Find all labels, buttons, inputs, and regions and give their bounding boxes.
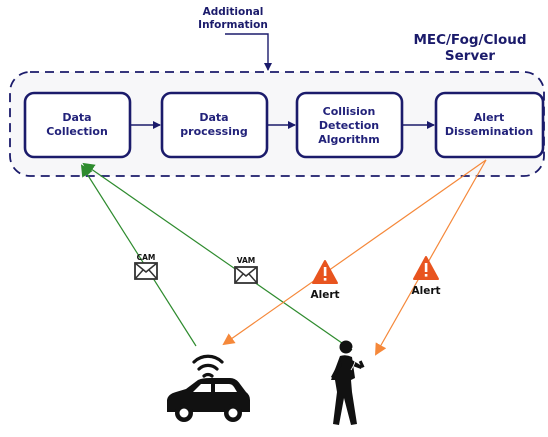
uplink-arrow-car	[80, 164, 197, 347]
stage-collision-detection: Collision Detection Algorithm	[295, 91, 404, 159]
alert-left: Alert	[310, 260, 340, 301]
stage-1-line-2: Collection	[46, 125, 108, 138]
envelope-icon	[234, 266, 258, 284]
warning-icon	[312, 260, 338, 284]
uplink-arrow-pedestrian	[82, 162, 353, 351]
additional-information-label: Additional Information	[198, 6, 268, 31]
additional-info-arrow	[225, 33, 272, 71]
warning-icon	[413, 256, 439, 280]
alert-left-label: Alert	[310, 289, 339, 301]
vam-label: VAM	[237, 256, 256, 265]
stage-2-line-1: Data	[199, 111, 228, 124]
stage-3-line-2: Detection	[319, 119, 379, 132]
stage-data-processing: Data processing	[160, 91, 269, 159]
downlink-arrow-car	[222, 159, 487, 346]
stage-4-line-2: Dissemination	[445, 125, 533, 138]
stage-1-line-1: Data	[62, 111, 91, 124]
alert-right: Alert	[411, 256, 441, 297]
stage-3-line-1: Collision	[323, 105, 376, 118]
additional-info-line-2: Information	[198, 19, 268, 31]
server-label-line-2: Server	[445, 48, 495, 64]
stage-2-line-2: processing	[180, 125, 247, 138]
cam-label: CAM	[137, 253, 156, 262]
stage-alert-dissemination: Alert Dissemination	[434, 91, 545, 159]
downlink-arrow-pedestrian	[375, 159, 487, 356]
car-icon	[167, 378, 250, 422]
cam-message: CAM	[134, 253, 158, 280]
envelope-icon	[134, 262, 158, 280]
additional-info-line-1: Additional	[203, 6, 264, 18]
stage-4-line-1: Alert	[474, 111, 504, 124]
alert-right-label: Alert	[411, 285, 440, 297]
stage-3-line-3: Algorithm	[318, 133, 379, 146]
pedestrian-icon	[331, 340, 365, 425]
server-label-line-1: MEC/Fog/Cloud	[413, 32, 526, 48]
stage-data-collection: Data Collection	[23, 91, 132, 159]
vam-message: VAM	[234, 256, 258, 284]
server-label: MEC/Fog/Cloud Server	[413, 32, 526, 64]
